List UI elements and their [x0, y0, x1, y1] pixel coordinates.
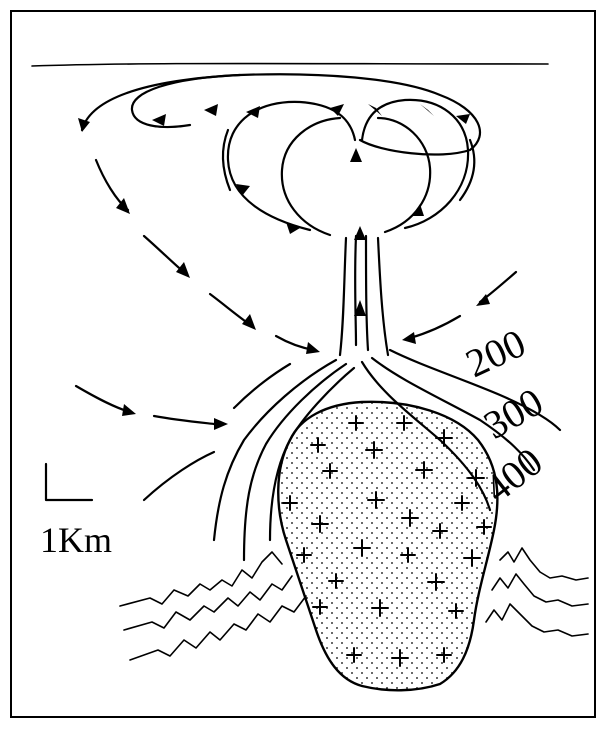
plume-stem-2 — [355, 236, 356, 345]
plume-stem-4 — [378, 238, 388, 355]
recharge-flow-5 — [76, 386, 130, 412]
arrow-recharge-right-2 — [402, 332, 416, 344]
arrow-outer-left — [78, 118, 90, 132]
plume-stem-3 — [366, 236, 368, 350]
plume-cap-inner-left — [282, 118, 340, 235]
arrow-recharge-3 — [242, 314, 256, 330]
scale-bar — [46, 464, 92, 500]
arrow-recharge-4 — [306, 342, 320, 354]
recharge-flow-7 — [144, 452, 214, 500]
plume-stem-1 — [340, 238, 346, 355]
strata-right-3 — [486, 604, 588, 636]
arrow-recharge-6 — [214, 418, 228, 430]
arrow-recharge-2 — [176, 262, 190, 278]
arrow-cap-9 — [412, 204, 424, 216]
arrow-outer-top — [152, 114, 166, 126]
arrow-cap-10 — [350, 148, 362, 162]
arrow-cap-8 — [286, 222, 300, 234]
arrow-recharge-5 — [122, 404, 136, 416]
recharge-flow-8 — [234, 364, 290, 408]
ground-surface-line — [32, 64, 548, 67]
strata-left-2 — [124, 576, 292, 630]
recharge-flow-right-2 — [410, 316, 460, 338]
arrow-cap-5 — [420, 104, 434, 116]
strata-right-1 — [500, 548, 588, 580]
arrow-cap-4 — [368, 104, 382, 116]
arrow-cap-1 — [204, 104, 218, 116]
plume-cap-left — [228, 102, 355, 230]
recharge-flow-6 — [154, 416, 214, 424]
arrow-cap-3 — [330, 104, 344, 116]
strata-left-3 — [130, 596, 306, 660]
scale-label: 1Km — [40, 520, 112, 560]
outer-return-loop — [132, 75, 240, 127]
contour-label-200: 200 — [459, 320, 532, 386]
